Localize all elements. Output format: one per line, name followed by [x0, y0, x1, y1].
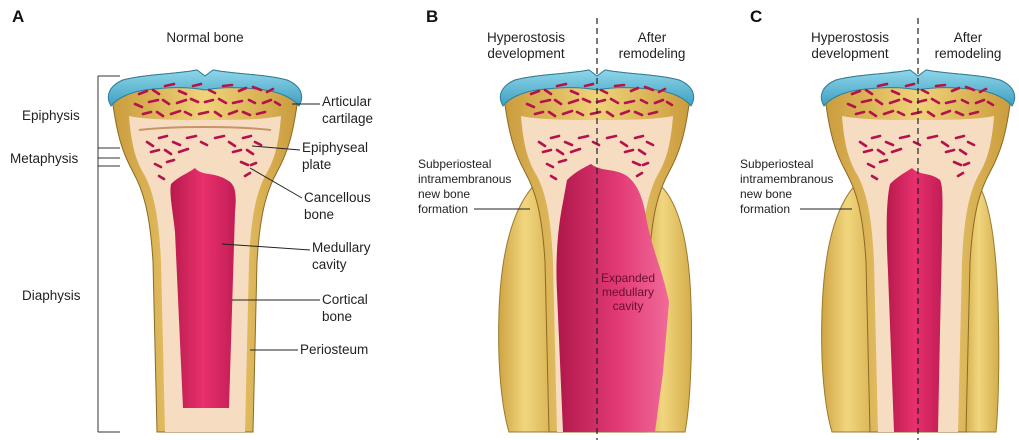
- region-epiphysis: Epiphysis: [22, 108, 80, 123]
- panel-c-sub-1: Subperiosteal: [740, 157, 813, 171]
- label-articular-2: cartilage: [322, 111, 373, 126]
- medullary-cavity-c: [887, 168, 943, 432]
- panel-b-left-head-1: Hyperostosis: [487, 30, 565, 45]
- label-cancellous-1: Cancellous: [304, 190, 371, 205]
- label-cancellous-2: bone: [304, 207, 334, 222]
- region-metaphysis: Metaphysis: [10, 151, 79, 166]
- region-diaphysis: Diaphysis: [22, 288, 81, 303]
- label-epiphyseal-1: Epiphyseal: [302, 140, 368, 155]
- region-bracket: [98, 76, 120, 432]
- panel-c-left-head-2: development: [811, 46, 889, 61]
- panel-b-expanded-3: cavity: [613, 299, 644, 313]
- panel-b-letter: B: [426, 7, 438, 26]
- panel-a: A Normal bone Epiphysis Metaphysis Diaph…: [10, 7, 373, 432]
- panel-c-sub-4: formation: [740, 202, 790, 216]
- label-epiphyseal-2: plate: [302, 157, 331, 172]
- panel-b-sub-3: new bone: [418, 187, 470, 201]
- panel-c: C Hyperostosis development After remodel…: [740, 7, 1015, 440]
- panel-c-right-head-2: remodeling: [935, 46, 1002, 61]
- panel-c-sub-3: new bone: [740, 187, 792, 201]
- bone-hyperostosis-b: [499, 70, 694, 432]
- panel-c-right-head-1: After: [954, 30, 983, 45]
- panel-a-letter: A: [12, 7, 24, 26]
- label-medullary-2: cavity: [312, 257, 347, 272]
- panel-b-expanded-1: Expanded: [601, 271, 655, 285]
- panel-b-expanded-2: medullary: [602, 285, 654, 299]
- panel-c-sub-2: intramembranous: [740, 172, 833, 186]
- bone-normal: [108, 70, 301, 432]
- panel-b-sub-2: intramembranous: [418, 172, 511, 186]
- label-periosteum: Periosteum: [300, 342, 368, 357]
- label-medullary-1: Medullary: [312, 240, 371, 255]
- label-articular-1: Articular: [322, 94, 372, 109]
- label-cortical-2: bone: [322, 309, 352, 324]
- panel-b: B Hyperostosis development After remodel…: [418, 7, 694, 440]
- panel-a-title: Normal bone: [166, 30, 243, 45]
- panel-b-right-head-2: remodeling: [619, 46, 686, 61]
- panel-b-sub-1: Subperiosteal: [418, 157, 491, 171]
- panel-b-sub-4: formation: [418, 202, 468, 216]
- panel-b-left-head-2: development: [487, 46, 565, 61]
- panel-b-right-head-1: After: [638, 30, 667, 45]
- label-cortical-1: Cortical: [322, 292, 368, 307]
- panel-c-left-head-1: Hyperostosis: [811, 30, 889, 45]
- panel-c-letter: C: [750, 7, 762, 26]
